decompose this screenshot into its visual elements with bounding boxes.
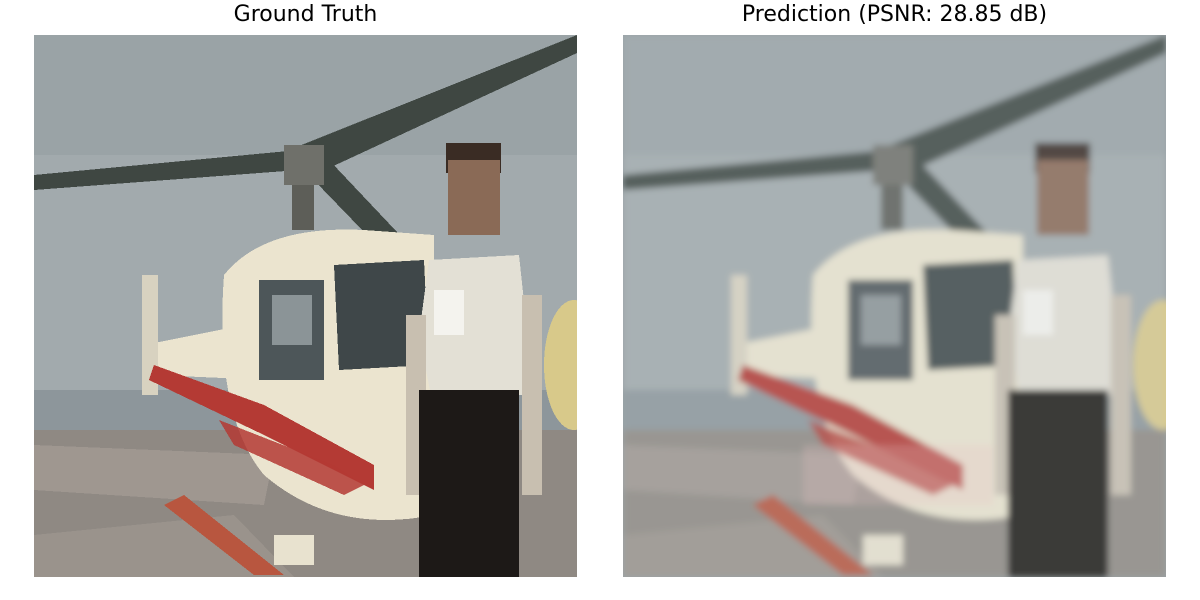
red-stripe-lower xyxy=(219,420,364,495)
pilot-arm-right xyxy=(522,295,542,495)
cockpit-window-side xyxy=(334,260,429,370)
deck-shadow xyxy=(34,515,294,577)
landing-skid xyxy=(164,495,284,575)
yellow-object xyxy=(544,300,577,430)
rotor-hub xyxy=(284,145,324,185)
rotor-blade-right xyxy=(289,35,577,175)
ground-truth-photo-svg xyxy=(34,35,577,577)
panel-title-prediction: Prediction (PSNR: 28.85 dB) xyxy=(741,2,1048,27)
rotor-mast xyxy=(292,185,314,230)
prediction-image xyxy=(623,35,1166,577)
ground-truth-image xyxy=(34,35,577,577)
rotor-blade-left xyxy=(34,150,299,190)
panel-title-ground-truth: Ground Truth xyxy=(233,2,378,27)
sky-upper xyxy=(34,35,577,155)
shirt-badge xyxy=(434,290,464,335)
prediction-artifact xyxy=(803,445,993,505)
skid-step xyxy=(274,535,314,565)
pilot-face xyxy=(448,160,500,235)
prediction-photo-svg xyxy=(623,35,1166,577)
pilot-pants xyxy=(419,390,519,577)
cockpit-window-frame xyxy=(272,295,312,345)
deck-marking xyxy=(34,445,274,505)
